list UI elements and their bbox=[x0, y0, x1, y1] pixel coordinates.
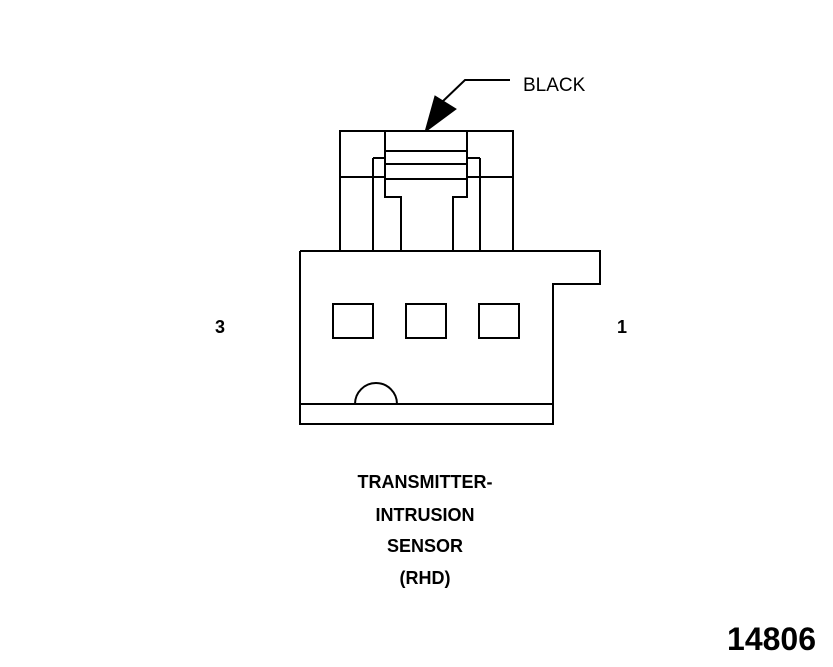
latch-tab-stem-right bbox=[452, 179, 468, 251]
callout-arrowhead bbox=[424, 95, 457, 134]
caption-line-4: (RHD) bbox=[400, 568, 451, 588]
caption-line-1: TRANSMITTER- bbox=[358, 472, 493, 492]
main-block-outline bbox=[299, 250, 601, 425]
component-caption: TRANSMITTER- INTRUSION SENSOR (RHD) bbox=[358, 472, 493, 588]
connector-body bbox=[299, 130, 601, 425]
locating-bump bbox=[354, 382, 398, 405]
figure-number: 14806 bbox=[727, 621, 816, 657]
black-callout: BLACK bbox=[424, 75, 586, 134]
callout-leader-line bbox=[440, 79, 510, 104]
terminal-cavity-1 bbox=[478, 303, 520, 339]
pin-number-left: 3 bbox=[215, 317, 225, 337]
pin-number-right: 1 bbox=[617, 317, 627, 337]
latch-tab-top bbox=[384, 130, 468, 180]
terminal-cavity-2 bbox=[405, 303, 447, 339]
latch-tab-stem bbox=[384, 179, 402, 251]
callout-label: BLACK bbox=[523, 75, 586, 96]
caption-line-2: INTRUSION bbox=[376, 505, 475, 525]
caption-line-3: SENSOR bbox=[387, 536, 463, 556]
terminal-cavity-3 bbox=[332, 303, 374, 339]
